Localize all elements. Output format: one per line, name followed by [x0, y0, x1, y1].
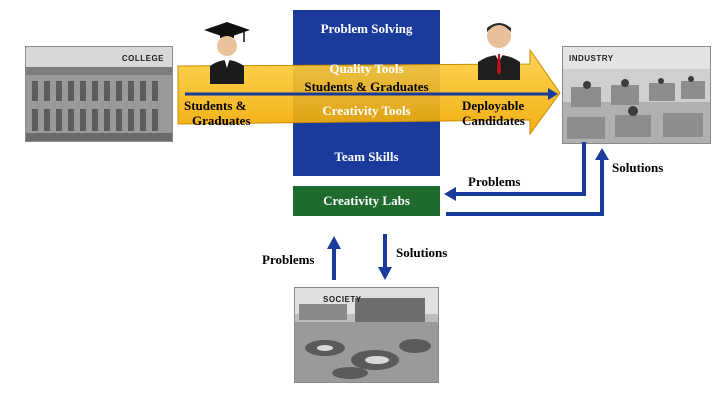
industry-problems-connector [452, 142, 586, 196]
industry-sign: INDUSTRY [569, 54, 614, 63]
deployable-line2: Candidates [462, 113, 525, 128]
damaged-road-illustration [295, 288, 438, 382]
team-skills-box: Team Skills [293, 138, 440, 176]
industry-image: INDUSTRY [562, 46, 711, 144]
society-solutions-arrowhead [378, 267, 392, 280]
problem-solving-label: Problem Solving [320, 21, 413, 36]
society-problems-label: Problems [262, 252, 315, 267]
creativity-labs-box: Creativity Labs [293, 186, 440, 216]
college-building-illustration [26, 47, 172, 141]
problem-solving-box: Problem Solving [293, 10, 440, 48]
deployable-line1: Deployable [462, 98, 525, 113]
industry-solutions-connector [446, 158, 604, 216]
students-graduates-center-label: Students & Graduates [304, 79, 429, 94]
industry-solutions-label: Solutions [612, 160, 664, 175]
creativity-labs-label: Creativity Labs [323, 193, 410, 208]
quality-tools-label: Quality Tools [329, 61, 404, 76]
students-left-line1: Students & [184, 98, 247, 113]
society-problems-arrowhead [327, 236, 341, 249]
industry-problems-arrowhead [444, 187, 456, 201]
office-cubicles-illustration [563, 47, 710, 143]
business-person-icon [478, 23, 520, 80]
society-image: SOCIETY [294, 287, 439, 383]
college-image: COLLEGE [25, 46, 173, 142]
students-flow-arrow [177, 48, 561, 136]
society-sign: SOCIETY [323, 295, 362, 304]
industry-problems-label: Problems [468, 174, 521, 189]
students-flow-line-head [548, 88, 558, 100]
team-skills-label: Team Skills [334, 149, 399, 164]
industry-solutions-arrowhead [595, 148, 609, 160]
graduate-icon [204, 22, 250, 84]
creativity-tools-label: Creativity Tools [322, 103, 411, 118]
society-solutions-label: Solutions [396, 245, 448, 260]
students-left-line2: Graduates [192, 113, 251, 128]
college-sign: COLLEGE [121, 54, 164, 63]
